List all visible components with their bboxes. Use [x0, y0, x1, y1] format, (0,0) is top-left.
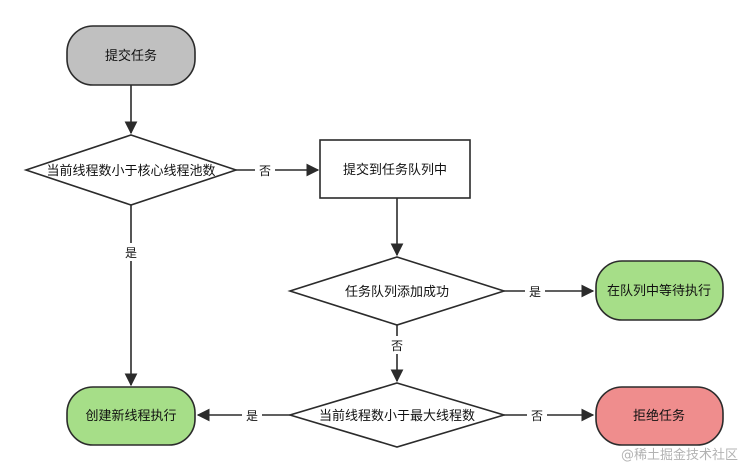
node-submit-label: 提交任务 [105, 48, 157, 64]
node-reject: 拒绝任务 [595, 386, 724, 446]
node-check-max: 当前线程数小于最大线程数 [287, 382, 507, 448]
edge-labels: 否 是 是 否 是 否 [121, 161, 547, 424]
node-check-max-label: 当前线程数小于最大线程数 [319, 408, 475, 424]
node-reject-label: 拒绝任务 [633, 408, 685, 424]
edge-label-queue-yes: 是 [529, 285, 541, 299]
edge-label-core-yes: 是 [125, 246, 137, 260]
node-create: 创建新线程执行 [66, 386, 196, 446]
node-check-queue-label: 任务队列添加成功 [345, 284, 449, 300]
edge-label-core-no: 否 [259, 164, 271, 178]
node-enqueue-label: 提交到任务队列中 [343, 162, 447, 178]
watermark: @稀土掘金技术社区 [620, 448, 738, 463]
edge-label-max-no: 否 [531, 409, 543, 423]
node-check-core-label: 当前线程数小于核心线程池数 [46, 163, 215, 179]
edge-label-queue-no: 否 [391, 339, 403, 353]
edges [124, 85, 595, 422]
node-submit: 提交任务 [66, 25, 196, 86]
node-wait-label: 在队列中等待执行 [607, 283, 711, 299]
node-check-queue: 任务队列添加成功 [287, 256, 507, 326]
node-check-core: 当前线程数小于核心线程池数 [23, 134, 239, 206]
node-enqueue: 提交到任务队列中 [319, 139, 471, 199]
node-create-label: 创建新线程执行 [85, 408, 176, 424]
node-wait: 在队列中等待执行 [595, 260, 724, 321]
edge-label-max-yes: 是 [246, 409, 258, 423]
